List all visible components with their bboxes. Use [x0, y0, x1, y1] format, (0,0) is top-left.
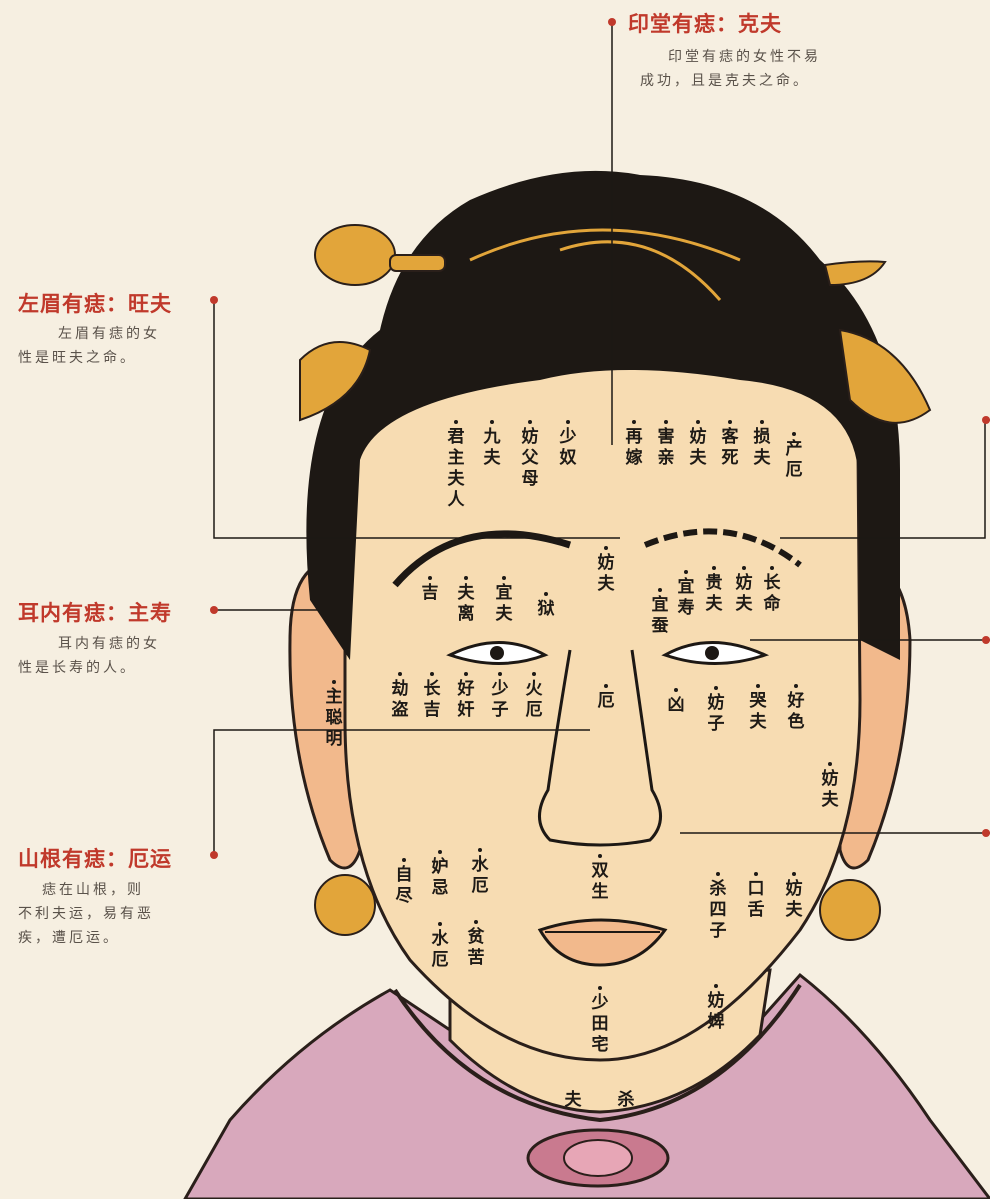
mole-mark: 宜蚕 — [650, 588, 670, 637]
mole-mark: 自尽 — [394, 858, 414, 907]
mole-mark: 水厄 — [470, 848, 490, 897]
mole-mark: 长命 — [762, 566, 782, 615]
mole-mark: 哭夫 — [748, 684, 768, 733]
mole-mark: 好奸 — [456, 672, 476, 721]
mole-mark: 君主夫人 — [446, 420, 466, 511]
mole-mark: 杀四子 — [708, 872, 728, 942]
callout-ear-desc-line1: 耳内有痣的女 — [18, 632, 208, 656]
callout-left-brow-desc-line1: 左眉有痣的女 — [18, 322, 208, 346]
callout-yintang-desc: 印堂有痣的女性不易 成功，且是克夫之命。 — [640, 45, 875, 93]
mole-mark: 夫 — [563, 1090, 583, 1111]
callout-ear-desc-line2: 性是长寿的人。 — [18, 656, 208, 680]
callout-shangen-desc-line3: 疾，遭厄运。 — [18, 926, 208, 950]
mole-mark: 火厄 — [524, 672, 544, 721]
mole-mark: 宜寿 — [676, 570, 696, 619]
mole-mark: 少奴 — [558, 420, 578, 469]
mole-mark: 妒忌 — [430, 850, 450, 899]
mole-mark: 宜夫 — [494, 576, 514, 625]
mole-mark: 好色 — [786, 684, 806, 733]
callout-left-brow-title: 左眉有痣：旺夫 — [18, 288, 172, 318]
mole-mark: 妨父母 — [520, 420, 540, 490]
callout-left-brow-desc-line2: 性是旺夫之命。 — [18, 346, 208, 370]
mole-mark: 妨夫 — [820, 762, 840, 811]
mole-mark: 双生 — [590, 854, 610, 903]
mole-mark: 厄 — [596, 684, 616, 712]
mole-mark: 杀 — [616, 1090, 636, 1111]
callout-shangen-title: 山根有痣：厄运 — [18, 843, 172, 873]
mole-mark: 长吉 — [422, 672, 442, 721]
mole-mark: 损夫 — [752, 420, 772, 469]
mole-mark: 再嫁 — [624, 420, 644, 469]
mole-mark: 九夫 — [482, 420, 502, 469]
callout-shangen-desc: 痣在山根，则 不利夫运，易有恶 疾，遭厄运。 — [18, 878, 208, 950]
mole-mark: 妨夫 — [688, 420, 708, 469]
mole-mark: 口舌 — [746, 872, 766, 921]
mole-mark: 害亲 — [656, 420, 676, 469]
mole-mark: 少田宅 — [590, 986, 610, 1056]
mole-mark: 水厄 — [430, 922, 450, 971]
mole-mark: 产厄 — [784, 432, 804, 481]
callout-shangen-desc-line1: 痣在山根，则 — [18, 878, 208, 902]
mole-mark: 劫盗 — [390, 672, 410, 721]
callout-shangen-desc-line2: 不利夫运，易有恶 — [18, 902, 208, 926]
mole-mark: 少子 — [490, 672, 510, 721]
mole-mark: 客死 — [720, 420, 740, 469]
mole-mark: 妨婢 — [706, 984, 726, 1033]
mole-mark: 妨夫 — [784, 872, 804, 921]
mole-mark: 凶 — [666, 688, 686, 716]
callout-left-brow-desc: 左眉有痣的女 性是旺夫之命。 — [18, 322, 208, 370]
callout-ear-title: 耳内有痣：主寿 — [18, 597, 172, 627]
mole-mark: 妨子 — [706, 686, 726, 735]
mole-mark: 贫苦 — [466, 920, 486, 969]
callout-yintang-desc-line1: 印堂有痣的女性不易 — [640, 45, 875, 69]
mole-mark: 贵夫 — [704, 566, 724, 615]
mole-mark: 狱 — [536, 592, 556, 620]
callout-ear-desc: 耳内有痣的女 性是长寿的人。 — [18, 632, 208, 680]
mole-mark: 妨夫 — [734, 566, 754, 615]
mole-mark: 妨夫 — [596, 546, 616, 595]
mole-mark: 夫离 — [456, 576, 476, 625]
callout-yintang-desc-line2: 成功，且是克夫之命。 — [640, 69, 875, 93]
mole-mark: 主聪明 — [324, 680, 344, 750]
callout-yintang-title: 印堂有痣：克夫 — [628, 8, 782, 38]
mole-mark: 吉 — [420, 576, 440, 604]
